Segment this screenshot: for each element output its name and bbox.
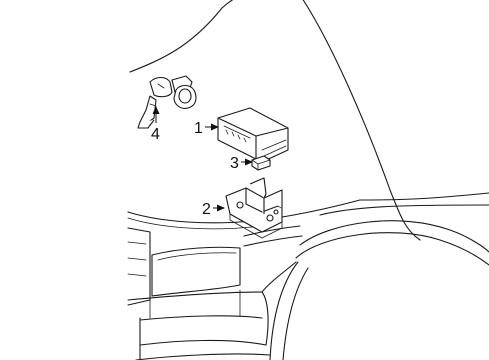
- callout-2: 2: [202, 201, 225, 218]
- part-3-connector: [251, 155, 271, 171]
- part-4-bracket-assembly: [137, 75, 197, 129]
- callout-4: 4: [151, 106, 160, 143]
- vehicle-body-outline: [127, 0, 489, 360]
- callout-1: 1: [194, 120, 219, 137]
- arrowhead-1: [211, 123, 219, 131]
- arrowhead-3: [245, 158, 253, 166]
- arrowhead-4: [152, 106, 160, 114]
- part-2-mounting-bracket: [225, 177, 283, 239]
- callout-label-1: 1: [194, 120, 203, 137]
- arrowhead-2: [217, 204, 225, 212]
- callout-label-2: 2: [202, 201, 211, 218]
- callout-label-3: 3: [230, 155, 239, 172]
- callout-label-4: 4: [151, 126, 160, 143]
- part-1-control-module: [217, 107, 289, 163]
- callout-3: 3: [230, 155, 253, 172]
